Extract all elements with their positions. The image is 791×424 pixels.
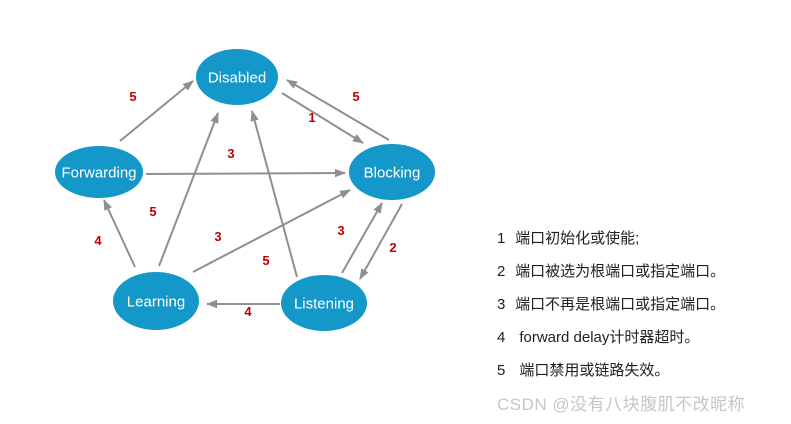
edge-label-blocking-listening: 2	[389, 240, 396, 255]
state-node-listening: Listening	[281, 275, 367, 331]
edge-blocking-listening	[359, 203, 403, 280]
legend-item-1: 1 端口初始化或使能;	[497, 230, 725, 248]
legend-item-text: 端口被选为根端口或指定端口。	[511, 263, 726, 280]
legend-item-text: 端口初始化或使能;	[511, 230, 640, 247]
legend-item-number: 3	[497, 296, 506, 313]
legend-item-number: 2	[497, 263, 506, 280]
edge-label-learning-disabled: 5	[149, 204, 156, 219]
legend-item-text: 端口不再是根端口或指定端口。	[511, 296, 726, 313]
edge-label-forwarding-disabled: 5	[129, 89, 136, 104]
state-node-ellipse	[55, 146, 143, 198]
state-node-ellipse	[349, 144, 435, 200]
legend-item-text: 端口禁用或链路失效。	[511, 362, 670, 379]
edge-label-listening-disabled: 5	[262, 253, 269, 268]
edge-label-forwarding-blocking: 3	[227, 146, 234, 161]
edge-label-blocking-disabled: 5	[352, 89, 359, 104]
edge-label-listening-learning: 4	[244, 304, 252, 319]
legend: 1 端口初始化或使能; 2 端口被选为根端口或指定端口。 3 端口不再是根端口或指定…	[497, 230, 725, 395]
watermark: CSDN @没有八块腹肌不改昵称	[497, 395, 746, 414]
legend-item-5: 5 端口禁用或链路失效。	[497, 362, 725, 380]
edges-layer	[103, 79, 403, 309]
state-node-ellipse	[281, 275, 367, 331]
legend-item-4: 4 forward delay计时器超时。	[497, 329, 725, 347]
state-node-disabled: Disabled	[196, 49, 278, 105]
edge-learning-forwarding	[103, 199, 136, 268]
edge-learning-disabled	[158, 112, 219, 267]
state-node-label: Disabled	[208, 70, 266, 87]
legend-item-number: 1	[497, 230, 506, 247]
state-node-label: Listening	[294, 296, 354, 313]
edge-learning-blocking	[192, 189, 351, 273]
edge-label-listening-blocking: 3	[337, 223, 344, 238]
legend-item-2: 2 端口被选为根端口或指定端口。	[497, 263, 725, 281]
edge-forwarding-blocking	[145, 168, 346, 178]
edge-label-learning-blocking: 3	[214, 229, 221, 244]
state-node-blocking: Blocking	[349, 144, 435, 200]
edge-listening-blocking	[341, 202, 383, 274]
edge-labels-layer: 5 5 1 3 5 5 3 4 3 2 4	[94, 89, 396, 319]
legend-item-text: forward delay计时器超时。	[511, 329, 700, 346]
edge-forwarding-disabled	[119, 80, 194, 142]
state-node-learning: Learning	[113, 272, 199, 330]
state-node-ellipse	[196, 49, 278, 105]
state-node-ellipse	[113, 272, 199, 330]
edge-label-disabled-blocking: 1	[308, 110, 315, 125]
state-node-forwarding: Forwarding	[55, 146, 143, 198]
legend-item-number: 5	[497, 362, 506, 379]
state-node-label: Blocking	[364, 165, 421, 182]
state-node-label: Forwarding	[61, 165, 136, 182]
edge-listening-disabled	[250, 110, 298, 278]
state-node-label: Learning	[127, 294, 185, 311]
legend-item-3: 3 端口不再是根端口或指定端口。	[497, 296, 725, 314]
edge-label-learning-forwarding: 4	[94, 233, 102, 248]
legend-item-number: 4	[497, 329, 506, 346]
edge-disabled-blocking	[281, 92, 364, 144]
edge-blocking-disabled	[286, 79, 390, 141]
